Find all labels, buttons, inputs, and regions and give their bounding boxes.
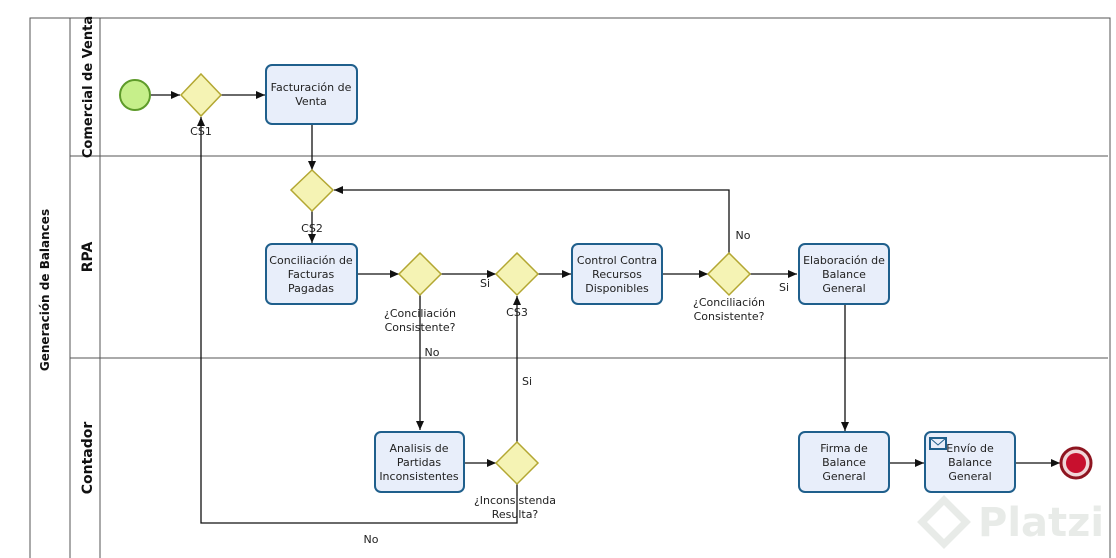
gateway-inconsistencia-label-2: Resulta? (492, 508, 539, 521)
gateway-conciliacion-1-label-2: Consistente? (385, 321, 456, 334)
task-conciliacion-line-1: Conciliación de (269, 254, 353, 267)
task-analisis-partidas[interactable]: Analisis de Partidas Inconsistentes (374, 431, 465, 493)
task-elaboracion-line-1: Elaboración de (803, 254, 885, 267)
gateway-cs1[interactable] (179, 72, 223, 118)
lane-title-comercial-line1: Comercial de Venta (81, 16, 96, 158)
task-envio-line-1: Envío de (946, 442, 994, 455)
task-elaboracion-line-2: Balance (822, 268, 866, 281)
sequence-flows (151, 91, 1060, 524)
gateway-inconsistencia-label-1: ¿Inconsistenda (474, 494, 556, 507)
flow-label-g3-no: No (364, 533, 379, 546)
task-conciliacion-line-3: Pagadas (288, 282, 334, 295)
gateway-conciliacion-2-label-1: ¿Conciliación (693, 296, 765, 309)
task-elaboracion-line-3: General (822, 282, 865, 295)
gateway-conciliacion-1-label-1: ¿Conciliación (384, 307, 456, 320)
end-event[interactable] (1059, 446, 1093, 480)
watermark-text: Platzi (978, 500, 1104, 546)
task-firma-balance[interactable]: Firma de Balance General (798, 431, 890, 493)
gateway-conciliacion-2[interactable] (706, 251, 752, 297)
task-firma-line-3: General (822, 470, 865, 483)
task-conciliacion-line-2: Facturas (288, 268, 335, 281)
flow-label-g3-yes: Si (522, 375, 532, 388)
task-firma-line-2: Balance (822, 456, 866, 469)
task-control-line-3: Disponibles (585, 282, 649, 295)
gateway-cs2-label: CS2 (301, 222, 323, 235)
flow-g2-no-cs2 (334, 186, 730, 253)
task-envio-balance[interactable]: Envío de Balance General (924, 431, 1016, 493)
flow-label-g1-no: No (425, 346, 440, 359)
watermark: Platzi (917, 495, 1104, 549)
task-analisis-line-3: Inconsistentes (379, 470, 459, 483)
gateway-conciliacion-1[interactable] (397, 251, 443, 297)
gateway-inconsistencia[interactable] (494, 440, 540, 486)
task-analisis-line-2: Partidas (397, 456, 441, 469)
flow-label-g1-yes: Si (480, 277, 490, 290)
task-envio-line-2: Balance (948, 456, 992, 469)
flow-label-g2-yes: Si (779, 281, 789, 294)
platzi-logo-icon (917, 495, 971, 549)
gateway-cs3[interactable] (494, 251, 540, 297)
gateway-cs2[interactable] (289, 168, 335, 213)
pool (29, 17, 1111, 558)
task-elaboracion-balance[interactable]: Elaboración de Balance General (798, 243, 890, 305)
gateway-conciliacion-2-label-2: Consistente? (694, 310, 765, 323)
task-facturacion-line-1: Facturación de (271, 81, 352, 94)
lane-title-contador: Contador (80, 422, 96, 495)
envelope-icon (929, 437, 947, 450)
task-firma-line-1: Firma de (820, 442, 868, 455)
gateway-cs3-label: CS3 (506, 306, 528, 319)
lane-title-rpa: RPA (80, 242, 96, 273)
task-conciliacion-facturas[interactable]: Conciliación de Facturas Pagadas (265, 243, 358, 305)
task-control-line-2: Recursos (592, 268, 642, 281)
start-event[interactable] (119, 79, 151, 111)
flow-label-g2-no: No (736, 229, 751, 242)
task-facturacion-venta[interactable]: Facturación de Venta (265, 64, 358, 125)
task-control-line-1: Control Contra (577, 254, 657, 267)
flow-g3-no-cs1 (197, 117, 518, 524)
pool-title: Generación de Balances (38, 209, 52, 371)
gateway-cs1-label: CS1 (190, 125, 212, 138)
task-envio-line-3: General (948, 470, 991, 483)
task-analisis-line-1: Analisis de (389, 442, 448, 455)
task-control-recursos[interactable]: Control Contra Recursos Disponibles (571, 243, 663, 305)
task-facturacion-line-2: Venta (295, 95, 326, 108)
